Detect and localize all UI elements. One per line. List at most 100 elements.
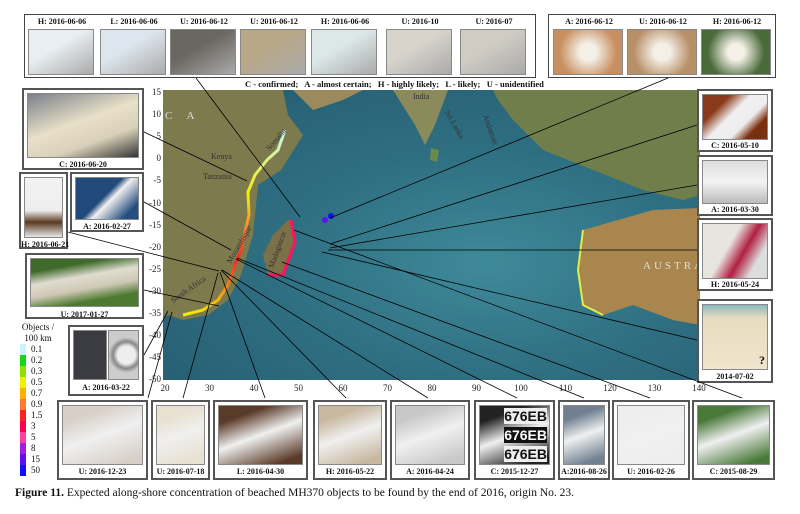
photo-caption: U: 2016-06-12	[250, 17, 298, 26]
photo-bottom-4: H: 2016-05-22	[313, 400, 387, 480]
place-india: India	[413, 92, 430, 101]
photo-left-1: C: 2016-06-20	[22, 88, 144, 170]
colorbar-value: 50	[31, 465, 40, 475]
lat-tick-label: 5	[156, 131, 162, 142]
colorbar-title: Objects / 100 km	[21, 322, 55, 343]
photo-caption: U: 2016-02-26	[627, 467, 675, 476]
photo-caption: U: 2016-06-12	[639, 17, 687, 26]
lon-tick-label: 100	[514, 383, 528, 393]
colorbar-value: 8	[31, 443, 36, 453]
photo-caption: L: 2016-06-06	[110, 17, 158, 26]
place-tanzania: Tanzania	[203, 172, 232, 181]
place-australia: AUSTRA	[643, 260, 700, 272]
photo-caption: H: 2016-05-24	[710, 280, 760, 289]
photo-caption: A: 2016-02-27	[83, 222, 131, 231]
colorbar-level: 0.1	[20, 344, 56, 355]
origin-marker	[328, 213, 334, 219]
lon-tick-label: 130	[647, 383, 662, 393]
photo-bottom-1: U: 2016-12-23	[57, 400, 148, 480]
photo-bottom-9: C: 2015-08-29	[692, 400, 775, 480]
top-left-photo-group: H: 2016-06-06 L: 2016-06-06 U: 2016-06-12 U…	[24, 14, 536, 78]
photo-top-left-7: U: 2016-07	[460, 16, 528, 76]
plate-text: 676EB	[504, 408, 547, 424]
colorbar-value: 0.1	[31, 344, 43, 354]
photo-top-left-6: U: 2016-10	[386, 16, 454, 76]
photo-left-5: A: 2016-03-22	[68, 325, 144, 396]
photo-right-2: A: 2016-03-30	[697, 155, 773, 216]
sri-lanka	[430, 148, 439, 162]
photo-left-4: U: 2017-01-27	[25, 253, 144, 319]
colorbar-value: 1.5	[31, 410, 43, 420]
debris-photo	[386, 29, 452, 75]
colorbar-value: 0.9	[31, 399, 43, 409]
debris-photo	[240, 29, 306, 75]
photo-caption: C: 2015-08-29	[709, 467, 758, 476]
colorbar-level: 0.9	[20, 399, 56, 410]
color-swatch	[20, 344, 26, 355]
debris-photo	[627, 29, 697, 75]
debris-photo	[62, 405, 143, 465]
colorbar-value: 0.5	[31, 377, 43, 387]
figure-caption: Figure 11. Expected along-shore concentr…	[15, 487, 574, 499]
colorbar-value: 0.7	[31, 388, 43, 398]
colorbar-value: 0.3	[31, 366, 43, 376]
photo-caption: H: 2016-06-06	[320, 17, 370, 26]
photo-caption: A: 2016-03-30	[711, 205, 759, 214]
plate-text: 676EB	[504, 446, 547, 462]
photo-bottom-3: L: 2016-04-30	[213, 400, 308, 480]
colorbar-level: 3	[20, 421, 56, 432]
colorbar-level: 15	[20, 454, 56, 465]
debris-photo	[156, 405, 205, 465]
photo-caption: A: 2016-06-12	[565, 17, 613, 26]
debris-photo	[28, 29, 94, 75]
debris-photo	[170, 29, 236, 75]
photo-caption: 2014-07-02	[716, 372, 754, 381]
photo-caption: U: 2016-10	[401, 17, 439, 26]
colorbar-level: 0.7	[20, 388, 56, 399]
photo-caption: H: 2016-05-22	[325, 467, 375, 476]
question-mark: ?	[759, 353, 765, 367]
photo-bottom-2: U: 2016-07-18	[151, 400, 210, 480]
debris-photo	[395, 405, 465, 465]
se-asia-land	[493, 90, 700, 200]
colorbar-value: 0.2	[31, 355, 43, 365]
photo-top-left-5: H: 2016-06-06	[311, 16, 379, 76]
colorbar-value: 15	[31, 454, 40, 464]
color-swatch	[20, 421, 26, 432]
debris-photo	[460, 29, 526, 75]
color-swatch	[20, 454, 26, 465]
lon-tick-label: 110	[558, 383, 573, 393]
origin-marker	[322, 217, 328, 223]
photo-top-left-4: U: 2016-06-12	[240, 16, 308, 76]
color-swatch	[20, 388, 26, 399]
photo-right-3: H: 2016-05-24	[697, 218, 773, 291]
photo-top-left-2: L: 2016-06-06	[100, 16, 168, 76]
lon-tick-label: 120	[603, 383, 617, 393]
color-swatch	[20, 432, 26, 443]
colorbar-value: 5	[31, 432, 36, 442]
arabia-land	[293, 90, 363, 110]
indian-ocean-map: C A Kenya Tanzania Somalia Mozambique So…	[163, 90, 700, 380]
lon-tick-label: 60	[338, 383, 348, 393]
colorbar-level: 50	[20, 465, 56, 476]
photo-caption: U: 2016-06-12	[180, 17, 228, 26]
photo-left-2: H: 2016-06-21	[19, 172, 70, 249]
colorbar-level: 8	[20, 443, 56, 454]
photo-left-3: A: 2016-02-27	[70, 172, 144, 232]
photo-caption: C: 2015-12-27	[490, 467, 539, 476]
color-swatch	[20, 410, 26, 421]
photo-right-4: ? 2014-07-02	[697, 299, 773, 383]
colorbar-level: 0.5	[20, 377, 56, 388]
photo-caption: U: 2016-07-18	[156, 467, 205, 476]
colorbar-level: 0.3	[20, 366, 56, 377]
photo-caption: C: 2016-05-10	[711, 141, 759, 150]
lat-tick-label: -40	[149, 330, 161, 341]
photo-bottom-5: A: 2016-04-24	[390, 400, 470, 480]
debris-photo	[311, 29, 377, 75]
color-swatch	[20, 355, 26, 366]
photo-caption: H: 2016-06-21	[21, 240, 70, 249]
photo-caption: U: 2016-07	[475, 17, 513, 26]
